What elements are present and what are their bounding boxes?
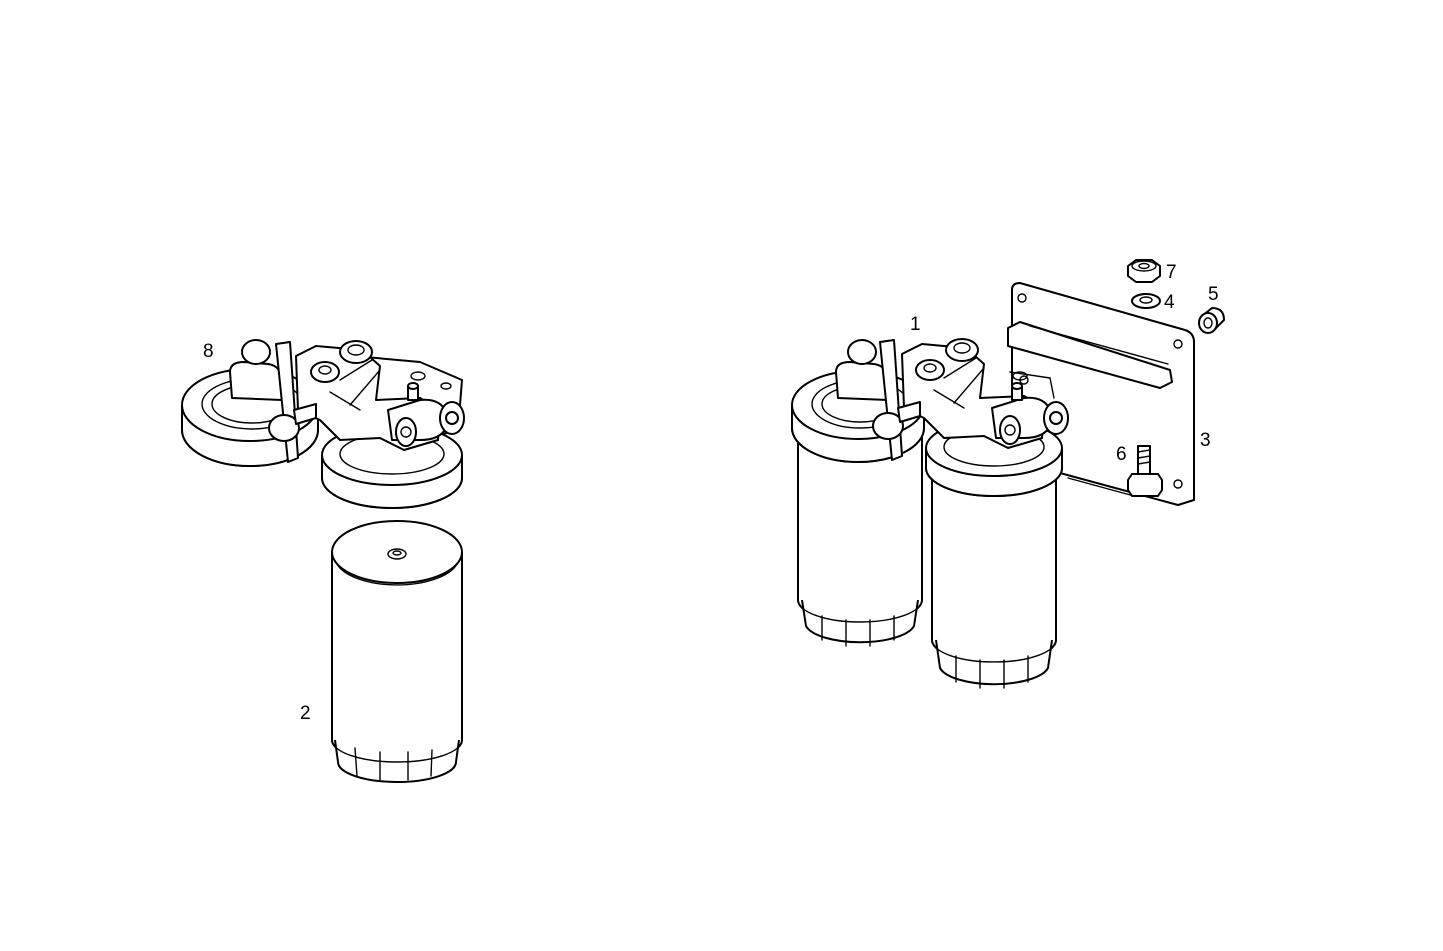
- filter-assembly-right: [791, 338, 1069, 689]
- bolt: [1127, 445, 1163, 497]
- callout-3: 3: [1200, 430, 1211, 451]
- hex-nut: [1127, 259, 1161, 283]
- callout-5: 5: [1208, 284, 1219, 305]
- callout-2: 2: [300, 703, 311, 724]
- callout-7: 7: [1166, 262, 1177, 283]
- filter-head-assembly-left: [181, 339, 465, 509]
- filter-cartridge-left: [331, 520, 463, 783]
- callout-1: 1: [910, 314, 921, 335]
- spacer-bush: [1198, 307, 1225, 334]
- callout-6: 6: [1116, 444, 1127, 465]
- callout-8: 8: [203, 341, 214, 362]
- washer: [1131, 293, 1161, 309]
- callout-4: 4: [1164, 292, 1175, 313]
- leader-line-3: [1067, 477, 1135, 497]
